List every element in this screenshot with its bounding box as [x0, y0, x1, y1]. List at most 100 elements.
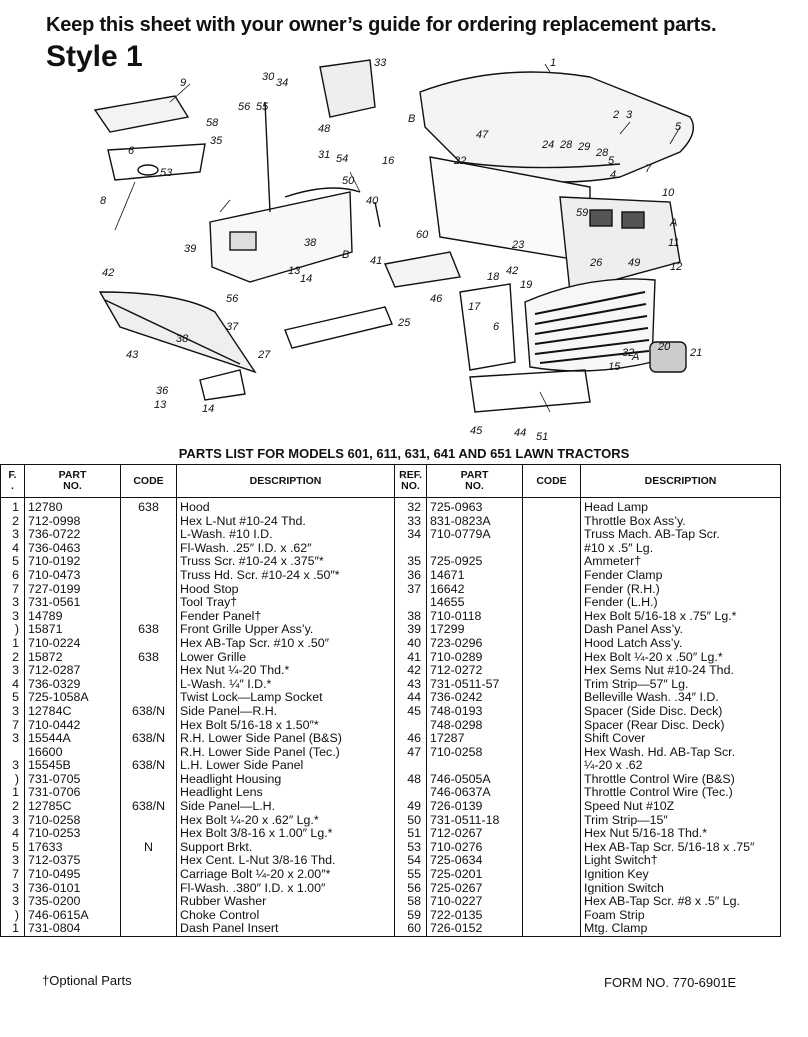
- code-cell: [522, 854, 581, 869]
- ref-no-cell: 2: [0, 650, 25, 665]
- part-no-cell: 731-0511-57: [426, 677, 523, 692]
- part-no-cell: 710-0779A: [426, 528, 523, 542]
- callout-label: 25: [397, 317, 411, 329]
- grille-slats: [534, 291, 650, 364]
- code-cell: [522, 555, 581, 569]
- code-cell: [522, 827, 581, 841]
- ref-no-cell: 38: [394, 609, 427, 624]
- code-cell: [120, 718, 177, 733]
- description-cell: Ignition Switch: [580, 881, 781, 896]
- callout-label: B: [408, 113, 415, 125]
- head-lamp: [649, 341, 687, 373]
- table-spacer-row: [0, 497, 781, 501]
- part-no-cell: 725-0634: [426, 854, 523, 869]
- ref-no-cell: [394, 786, 427, 801]
- ref-no-cell: [394, 596, 427, 610]
- description-cell: Throttle Control Wire (B&S): [580, 772, 781, 787]
- description-header-right: DESCRIPTION: [580, 464, 781, 498]
- ref-no-cell: 54: [394, 854, 427, 869]
- code-cell: [522, 868, 581, 882]
- code-cell: 638/N: [120, 704, 177, 719]
- part-no-cell: 710-0224: [24, 636, 121, 651]
- ref-no-cell: ): [0, 772, 25, 787]
- callout-label: 51: [536, 431, 548, 443]
- callout-label: 19: [520, 279, 532, 291]
- callout-label: 34: [276, 77, 288, 89]
- description-cell: Head Lamp: [580, 501, 781, 515]
- ref-no-cell: 4: [0, 677, 25, 692]
- ref-no-cell: 33: [394, 514, 427, 529]
- ref-no-cell: ): [0, 908, 25, 923]
- callout-label: 2: [612, 109, 619, 121]
- code-cell: [522, 840, 581, 855]
- code-header-right: CODE: [522, 464, 581, 498]
- ref-no-cell: 3: [0, 813, 25, 828]
- fender-edge: [104, 299, 241, 365]
- ref-no-cell: 55: [394, 868, 427, 882]
- part-no-cell: 710-0495: [24, 868, 121, 882]
- part-no-cell: 723-0296: [426, 636, 523, 651]
- description-cell: Hex Bolt 5/16-18 x .75″ Lg.*: [580, 609, 781, 624]
- part-no-cell: 746-0615A: [24, 908, 121, 923]
- part-no-cell: 725-0201: [426, 868, 523, 882]
- description-cell: Hex L-Nut #10-24 Thd.: [176, 514, 395, 529]
- code-cell: [120, 582, 177, 597]
- ref-no-cell: 3: [0, 732, 25, 746]
- ref-no-cell: 2: [0, 800, 25, 814]
- code-cell: [522, 609, 581, 624]
- description-cell: Hood Stop: [176, 582, 395, 597]
- part-no-cell: 15544A: [24, 732, 121, 746]
- description-cell: L-Wash. ¼″ I.D.*: [176, 677, 395, 692]
- form-number: FORM NO. 770-6901E: [604, 975, 737, 990]
- part-no-cell: 710-0227: [426, 895, 523, 909]
- callout-label: 39: [184, 243, 196, 255]
- description-cell: Fl-Wash. .380″ I.D. x 1.00″: [176, 881, 395, 896]
- fender-tray: [107, 143, 206, 181]
- code-cell: [522, 881, 581, 896]
- shift-cover: [384, 251, 461, 288]
- part-no-cell: 14655: [426, 596, 523, 610]
- code-cell: [522, 623, 581, 637]
- description-cell: Support Brkt.: [176, 840, 395, 855]
- description-cell: Spacer (Rear Disc. Deck): [580, 718, 781, 733]
- code-cell: [120, 636, 177, 651]
- description-cell: Hex AB-Tap Scr. #10 x .50″: [176, 636, 395, 651]
- part-no-cell: 710-0118: [426, 609, 523, 624]
- callout-label: 14: [202, 403, 214, 415]
- callout-label: 29: [577, 141, 590, 153]
- description-cell: Shift Cover: [580, 732, 781, 746]
- callout-label: 37: [226, 321, 239, 333]
- part-no-cell: 712-0375: [24, 854, 121, 869]
- ref-no-cell: 34: [394, 528, 427, 542]
- callout-label: 50: [342, 175, 355, 187]
- code-cell: 638/N: [120, 759, 177, 773]
- part-no-cell: 736-0463: [24, 541, 121, 556]
- callout-label: 5: [608, 155, 615, 167]
- ref-no-cell: 3: [0, 704, 25, 719]
- code-cell: [522, 514, 581, 529]
- callout-label: 31: [318, 149, 330, 161]
- code-cell: [522, 745, 581, 760]
- callout-label: 40: [366, 195, 379, 207]
- callout-label: 6: [128, 145, 135, 157]
- callout-label: 38: [176, 333, 189, 345]
- leader-lines: [114, 63, 681, 413]
- part-no-cell: 712-0272: [426, 664, 523, 678]
- code-cell: [120, 528, 177, 542]
- ref-no-cell: 3: [0, 609, 25, 624]
- part-no-cell: 731-0804: [24, 922, 121, 938]
- callout-label: 16: [382, 155, 395, 167]
- description-cell: Hex Sems Nut #10-24 Thd.: [580, 664, 781, 678]
- code-cell: [522, 895, 581, 909]
- part-no-cell: 712-0267: [426, 827, 523, 841]
- callout-label: 33: [374, 57, 387, 69]
- part-no-cell: 712-0998: [24, 514, 121, 529]
- ref-no-cell: 60: [394, 922, 427, 938]
- description-cell: R.H. Lower Side Panel (B&S): [176, 732, 395, 746]
- grille-window-left: [589, 209, 613, 227]
